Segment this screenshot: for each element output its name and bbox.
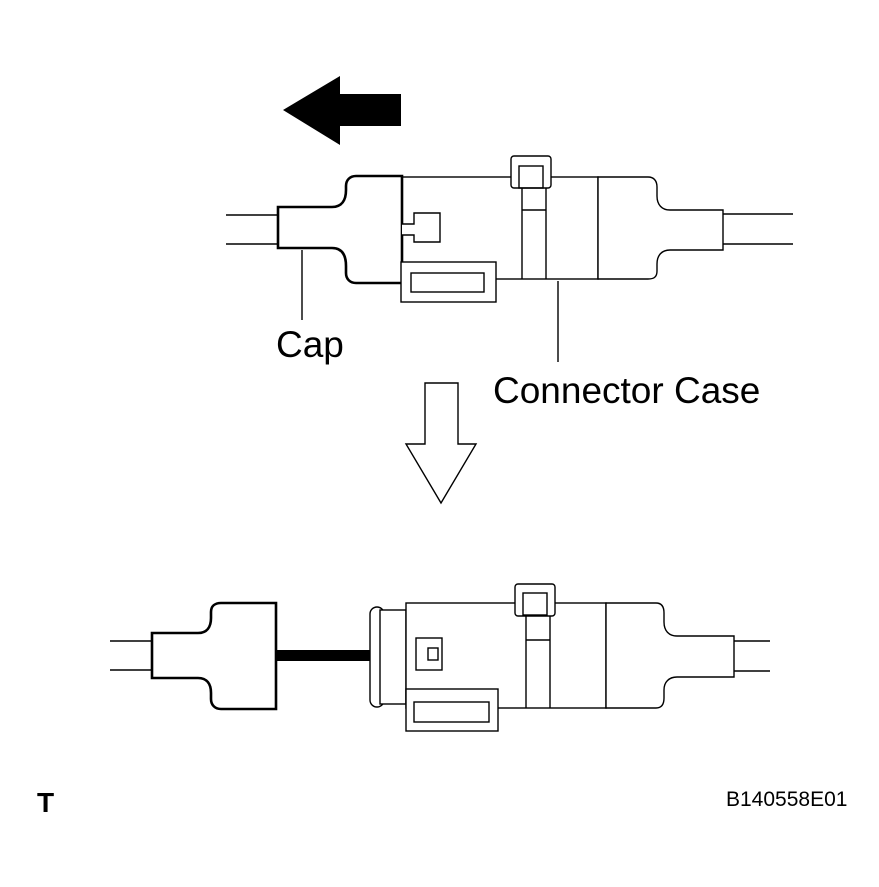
- down-arrow-icon: [404, 382, 478, 505]
- lower-tab-inner: [410, 272, 485, 293]
- figure-code: B140558E01: [726, 788, 847, 811]
- connector-case-label: Connector Case: [493, 370, 760, 411]
- top-assembly: [226, 76, 793, 362]
- latch-inner: [427, 647, 439, 661]
- locking-clip: [514, 583, 556, 617]
- boot: [605, 602, 735, 709]
- lower-tab: [400, 261, 497, 303]
- lower-tab-inner: [413, 701, 490, 723]
- cap-label: Cap: [276, 324, 344, 365]
- lower-tab: [405, 688, 499, 732]
- corner-mark: T: [37, 787, 54, 818]
- connector-ring: [379, 609, 407, 705]
- locking-clip: [510, 155, 552, 189]
- shorting-bar: [276, 650, 430, 661]
- locking-clip-inner: [518, 165, 544, 189]
- boot: [597, 176, 724, 280]
- cap: [276, 174, 404, 285]
- left-arrow-icon: [283, 76, 401, 145]
- bottom-assembly: [110, 583, 770, 732]
- latch: [402, 212, 441, 243]
- locking-clip-inner: [522, 592, 548, 616]
- cap: [150, 601, 278, 711]
